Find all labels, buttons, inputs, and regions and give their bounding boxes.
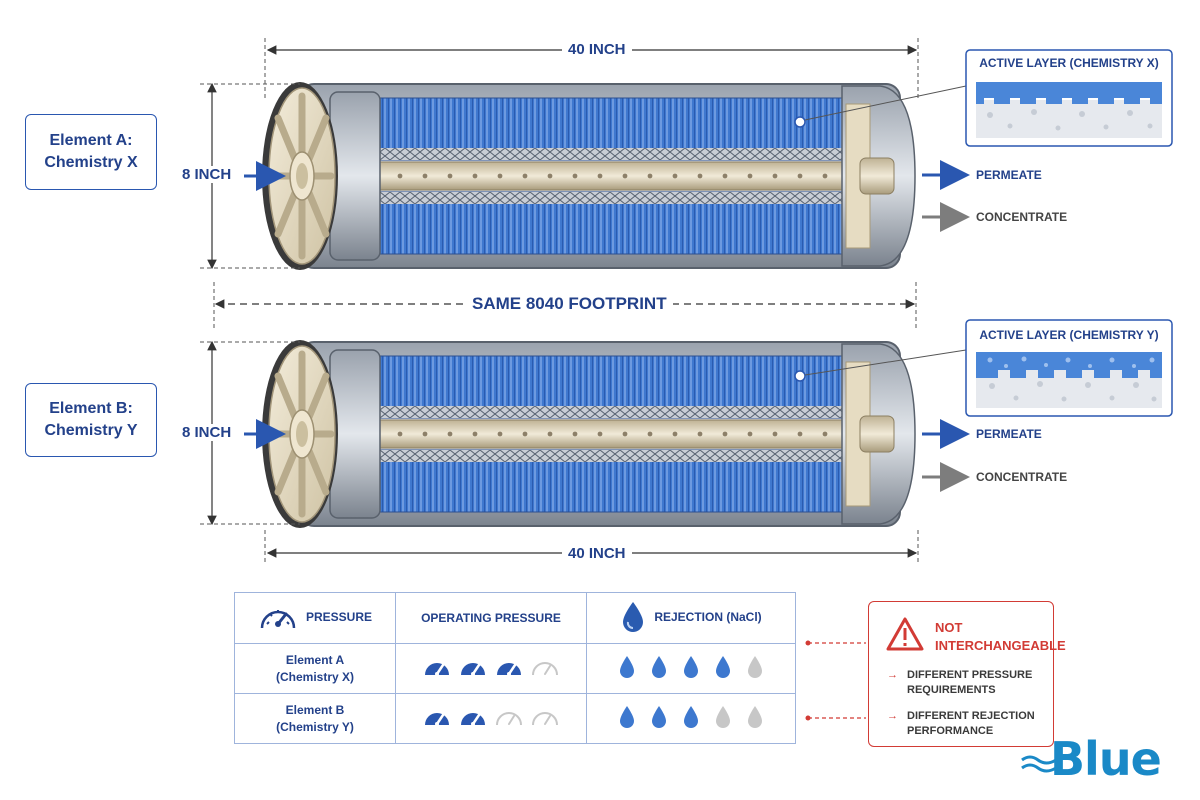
water-drop-icon-empty (746, 655, 764, 679)
header-rejection: REJECTION (NaCl) (587, 593, 796, 644)
rejection-rating-a (587, 644, 796, 694)
warning-item-rejection-text: DIFFERENT REJECTION PERFORMANCE (907, 709, 1035, 739)
water-drop-icon-empty (746, 705, 764, 729)
water-drop-icon (620, 600, 646, 634)
header-pressure: PRESSURE (235, 593, 396, 644)
pressure-gauge-icon-filled (495, 656, 523, 678)
row-label-element-b: Element B (Chemistry Y) (235, 694, 396, 744)
water-drop-icon-filled (650, 705, 668, 729)
pressure-gauge-icon-empty (531, 656, 559, 678)
arrow-right-icon: → (887, 709, 898, 724)
rejection-rating-b (587, 694, 796, 744)
pressure-gauge-icon (258, 602, 298, 632)
element-b-label-text: Element B: Chemistry Y (44, 398, 137, 442)
water-drop-icon-filled (682, 655, 700, 679)
water-drop-icon-filled (618, 705, 636, 729)
warning-item-pressure-text: DIFFERENT PRESSURE REQUIREMENTS (907, 668, 1032, 698)
element-a-label-text: Element A: Chemistry X (44, 130, 137, 174)
header-rejection-text: REJECTION (NaCl) (654, 610, 761, 624)
pressure-gauge-icon-empty (495, 706, 523, 728)
not-interchangeable-warning: NOT INTERCHANGEABLE → DIFFERENT PRESSURE… (868, 601, 1054, 747)
concentrate-label-a: CONCENTRATE (976, 210, 1067, 224)
footprint-label: SAME 8040 FOOTPRINT (466, 294, 673, 314)
concentrate-label-b: CONCENTRATE (976, 470, 1067, 484)
water-drop-icon-filled (714, 655, 732, 679)
header-pressure-text: PRESSURE (306, 610, 372, 624)
table-header-row: PRESSURE OPERATING PRESSURE REJECTION (N… (235, 593, 796, 644)
row-label-element-a: Element A (Chemistry X) (235, 644, 396, 694)
blue-logo: Blue (1050, 732, 1161, 786)
element-a-cylinder (262, 82, 915, 270)
pressure-gauge-icon-empty (531, 706, 559, 728)
water-drop-icon-filled (650, 655, 668, 679)
length-label-top: 40 INCH (562, 41, 632, 58)
logo-wave-icon (1020, 752, 1060, 778)
header-operating-pressure: OPERATING PRESSURE (396, 593, 587, 644)
pressure-gauge-icon-filled (459, 706, 487, 728)
pressure-gauge-icon-filled (423, 706, 451, 728)
diameter-label-a: 8 INCH (182, 166, 231, 183)
header-operating-pressure-text: OPERATING PRESSURE (421, 611, 561, 625)
comparison-table: PRESSURE OPERATING PRESSURE REJECTION (N… (234, 592, 796, 744)
element-b-label: Element B: Chemistry Y (25, 383, 157, 457)
table-row-element-a: Element A (Chemistry X) (235, 644, 796, 694)
inset-title-a: ACTIVE LAYER (CHEMISTRY X) (974, 56, 1164, 70)
element-a-label: Element A: Chemistry X (25, 114, 157, 190)
water-drop-icon-filled (618, 655, 636, 679)
warning-title: NOT INTERCHANGEABLE (935, 619, 1045, 655)
pressure-rating-a (396, 644, 587, 694)
membrane-cross-section-b (976, 352, 1162, 408)
permeate-label-a: PERMEATE (976, 168, 1042, 182)
inset-title-b: ACTIVE LAYER (CHEMISTRY Y) (974, 328, 1164, 342)
pressure-gauge-icon-filled (423, 656, 451, 678)
pressure-gauge-icon-filled (459, 656, 487, 678)
water-drop-icon-empty (714, 705, 732, 729)
membrane-cross-section-a (976, 82, 1162, 138)
element-b-cylinder (262, 340, 915, 528)
table-row-element-b: Element B (Chemistry Y) (235, 694, 796, 744)
pressure-rating-b (396, 694, 587, 744)
length-label-bottom: 40 INCH (562, 545, 632, 562)
water-drop-icon-filled (682, 705, 700, 729)
arrow-right-icon: → (887, 668, 898, 683)
diameter-label-b: 8 INCH (182, 424, 231, 441)
warning-triangle-icon (885, 616, 925, 652)
permeate-label-b: PERMEATE (976, 427, 1042, 441)
